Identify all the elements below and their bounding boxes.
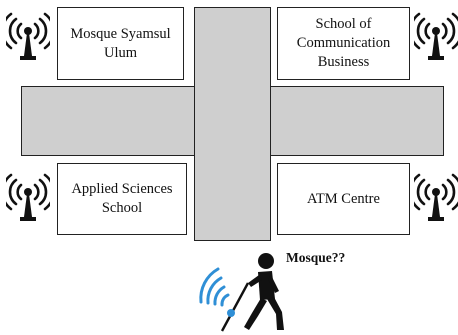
- building-school-of-communication-business: School of Communication Business: [277, 7, 410, 80]
- vertical-road: [194, 7, 271, 241]
- wifi-antenna-icon: [6, 12, 50, 60]
- wifi-antenna-icon: [6, 173, 50, 221]
- wifi-antenna-icon: [414, 173, 458, 221]
- building-applied-sciences-school: Applied Sciences School: [57, 163, 187, 235]
- wireless-signal-icon: [199, 267, 230, 307]
- building-mosque-syamsul-ulum: Mosque Syamsul Ulum: [57, 7, 184, 80]
- wifi-antenna-icon: [414, 12, 458, 60]
- building-atm-centre: ATM Centre: [277, 163, 410, 235]
- blind-person-with-cane-icon: [199, 253, 284, 332]
- user-question-label: Mosque??: [286, 250, 346, 265]
